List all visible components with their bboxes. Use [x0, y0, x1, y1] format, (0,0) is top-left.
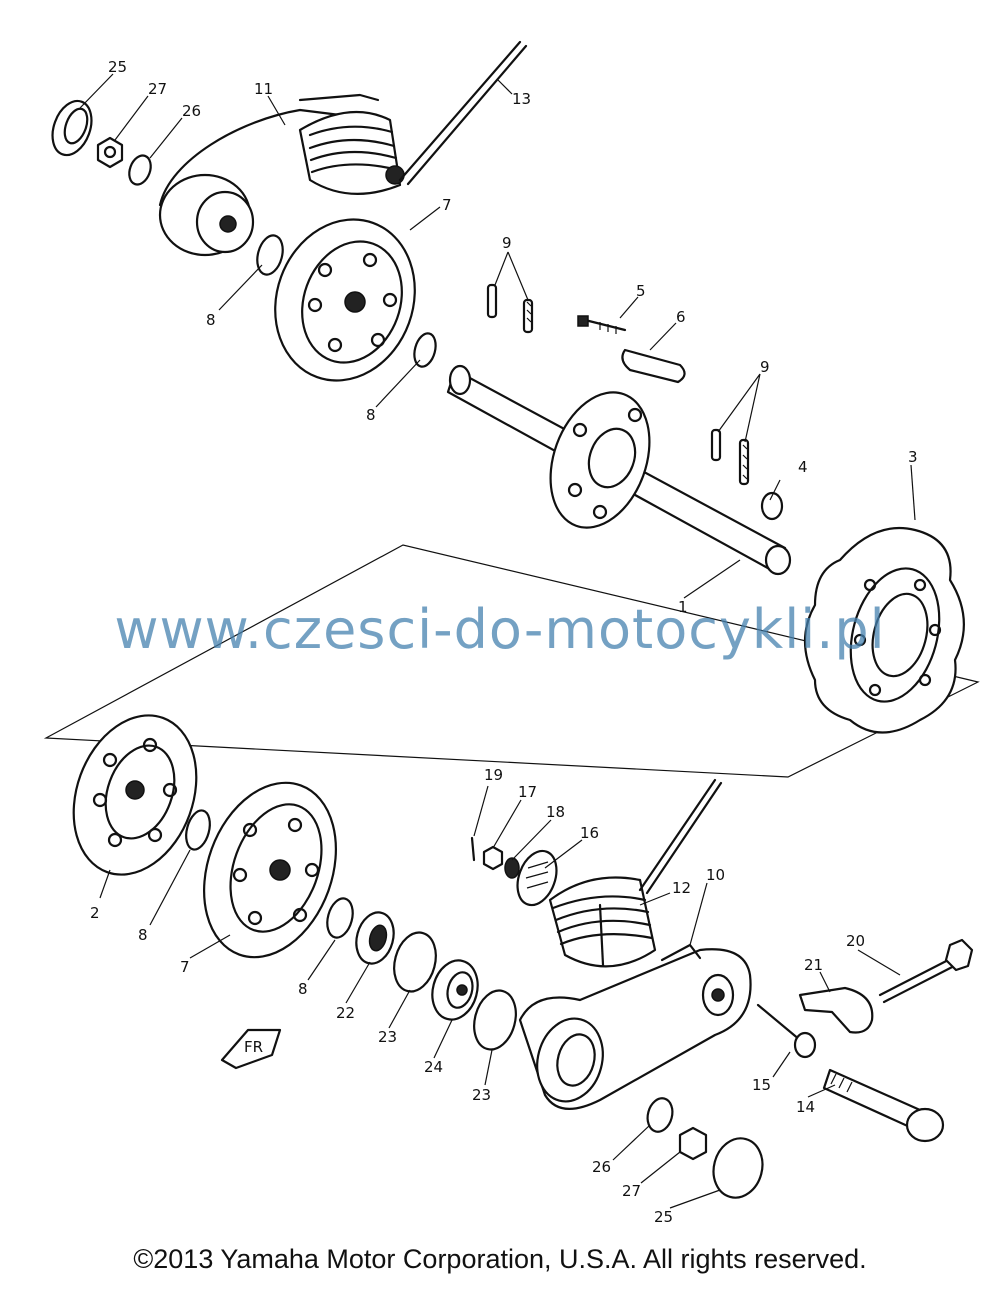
callout-label: 7	[442, 196, 452, 214]
callout-label: 9	[760, 358, 770, 376]
part-washer-8a	[256, 234, 284, 276]
part-washer-8c	[185, 809, 211, 851]
part-nut-17	[482, 845, 504, 871]
callout-label: 27	[148, 80, 167, 98]
part-collar-4	[760, 491, 784, 521]
part-spring-cap-16	[516, 849, 558, 907]
part-bolt-20	[878, 938, 974, 1004]
part-washer-upper	[128, 154, 152, 186]
callout-label: 3	[908, 448, 918, 466]
part-circlip-23b	[473, 989, 517, 1051]
part-bearing-24	[431, 959, 479, 1021]
callout-label: 25	[108, 58, 127, 76]
assembly-outline	[43, 544, 980, 778]
part-hub-flange	[549, 391, 651, 529]
callout-label: 14	[796, 1098, 815, 1116]
part-pins-right	[710, 428, 750, 486]
copyright-text: ©2013 Yamaha Motor Corporation, U.S.A. A…	[133, 1244, 867, 1274]
part-pins-upper	[486, 283, 534, 334]
watermark-text: www.czesci-do-motocykli.pl	[114, 598, 886, 661]
svg-text:FR: FR	[244, 1038, 263, 1056]
part-washer-8d	[326, 897, 354, 939]
part-circlip-23a	[393, 931, 437, 993]
callout-label: 18	[546, 803, 565, 821]
callout-label: 1	[678, 598, 688, 616]
callout-label: 6	[676, 308, 686, 326]
callout-label: 12	[672, 879, 691, 897]
callout-label: 27	[622, 1182, 641, 1200]
front-direction-marker: FR	[220, 1028, 282, 1070]
part-wheel-lower-2	[72, 714, 198, 876]
part-clip-21	[798, 986, 874, 1034]
part-pin-19	[470, 836, 476, 862]
callout-label: 24	[424, 1058, 443, 1076]
callout-label: 8	[366, 406, 376, 424]
callout-label: 23	[472, 1086, 491, 1104]
part-wheel-upper	[274, 218, 416, 382]
callout-label: 13	[512, 90, 531, 108]
callout-labels: 25 27 26 11 13 7 9 8 8 5 6 9 4 3 1 19 17…	[90, 58, 918, 1226]
callout-label: 8	[138, 926, 148, 944]
part-cap-upper	[51, 99, 93, 157]
callout-label: 11	[254, 80, 273, 98]
part-collar-15	[756, 1003, 817, 1059]
part-rod-upper	[398, 40, 522, 182]
callout-label: 21	[804, 956, 823, 974]
callout-label: 20	[846, 932, 865, 950]
callout-label: 22	[336, 1004, 355, 1022]
callout-label: 8	[298, 980, 308, 998]
leader-lines	[79, 73, 916, 1209]
callout-label: 16	[580, 824, 599, 842]
part-tension-arm	[158, 108, 382, 257]
part-cap-lower-25	[712, 1137, 764, 1199]
callout-label: 19	[484, 766, 503, 784]
part-sprocket	[803, 526, 965, 734]
part-spring-lower-12	[548, 876, 657, 968]
part-washer-8b	[413, 332, 437, 368]
part-plate-6	[621, 348, 686, 384]
callout-label: 26	[182, 102, 201, 120]
callout-label: 25	[654, 1208, 673, 1226]
callout-label: 17	[518, 783, 537, 801]
callout-label: 9	[502, 234, 512, 252]
part-wheel-lower-7	[203, 781, 337, 959]
callout-label: 15	[752, 1076, 771, 1094]
part-bolt-5	[577, 315, 627, 334]
callout-label: 26	[592, 1158, 611, 1176]
part-arm-housing-10	[518, 943, 752, 1110]
callout-label: 4	[798, 458, 808, 476]
callout-label: 23	[378, 1028, 397, 1046]
part-washer-18	[504, 857, 520, 879]
part-washer-lower-26	[646, 1097, 674, 1133]
part-nut-lower-27	[678, 1126, 708, 1161]
callout-label: 10	[706, 866, 725, 884]
part-bearing-22	[355, 911, 395, 965]
callout-label: 2	[90, 904, 100, 922]
part-spring-upper	[298, 93, 405, 195]
callout-label: 7	[180, 958, 190, 976]
part-nut-upper	[96, 136, 124, 169]
callout-label: 8	[206, 311, 216, 329]
part-rod-lower	[638, 778, 717, 892]
callout-label: 5	[636, 282, 646, 300]
part-bolt-14	[822, 1068, 945, 1143]
